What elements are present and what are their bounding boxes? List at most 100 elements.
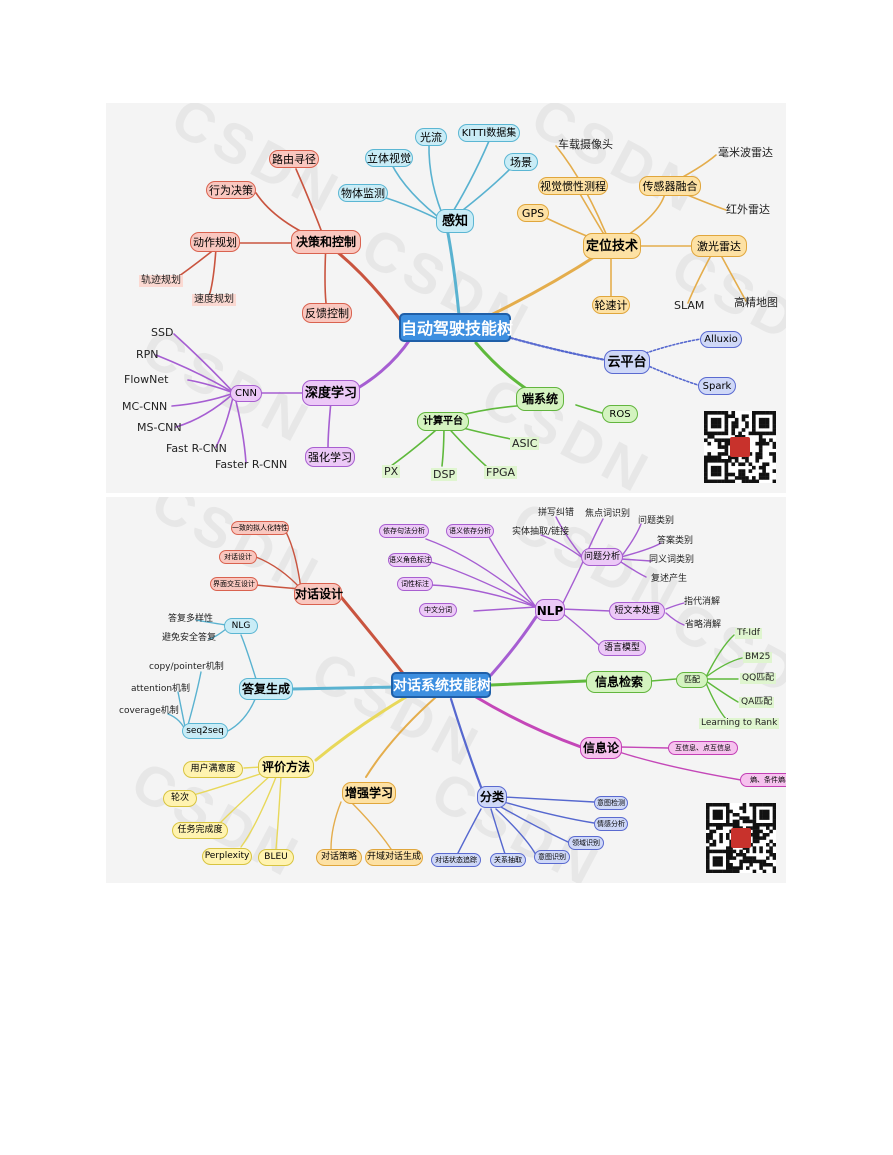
deep-node: 深度学习 bbox=[302, 380, 360, 406]
qr-cell bbox=[772, 866, 776, 870]
match-item: QA匹配 bbox=[739, 697, 775, 708]
qr-cell bbox=[719, 809, 723, 814]
info-node: 信息论 bbox=[580, 737, 622, 759]
branch-line bbox=[233, 392, 247, 464]
qr-cell bbox=[710, 424, 715, 429]
qr-cell bbox=[755, 411, 760, 415]
qr-cell bbox=[749, 803, 753, 807]
edge-node: 端系统 bbox=[516, 387, 564, 411]
qr-cell bbox=[759, 813, 763, 817]
qr-cell bbox=[719, 823, 723, 827]
qr-cell bbox=[710, 435, 715, 439]
qr-cell bbox=[728, 479, 732, 483]
qr-cell bbox=[728, 459, 732, 463]
qr-cell bbox=[721, 459, 725, 463]
qr-cell bbox=[752, 859, 757, 864]
nlp-item: 依存句法分析 bbox=[379, 524, 429, 538]
nlg-node: NLG bbox=[224, 618, 258, 634]
decision-item: 反馈控制 bbox=[302, 303, 352, 323]
qr-cell bbox=[758, 421, 763, 425]
qr-cell bbox=[772, 441, 776, 446]
qr-cell bbox=[706, 809, 710, 814]
qa-item: 实体抽取/链接 bbox=[512, 527, 570, 537]
branch-line bbox=[560, 608, 612, 612]
qr-cell bbox=[742, 803, 747, 807]
qr-cell bbox=[719, 813, 723, 817]
qr-cell bbox=[772, 431, 776, 436]
match-item: Tf-Idf bbox=[735, 628, 762, 639]
rl-item: 开域对话生成 bbox=[365, 849, 423, 866]
qr-cell bbox=[717, 411, 722, 415]
qr-cell bbox=[762, 833, 767, 837]
branch-line bbox=[356, 336, 413, 390]
qr-cell bbox=[765, 476, 770, 480]
qr-cell bbox=[749, 819, 753, 824]
qr-cell bbox=[712, 816, 717, 820]
qr-cell bbox=[745, 479, 749, 483]
qr-cell bbox=[756, 839, 760, 844]
qr-cell bbox=[726, 806, 730, 810]
qr-cell bbox=[752, 417, 756, 422]
nlp-item: 语义角色标注 bbox=[388, 553, 432, 567]
qr-cell bbox=[772, 428, 776, 432]
qr-cell bbox=[752, 846, 757, 850]
qr-cell bbox=[749, 843, 753, 847]
qr-cell bbox=[719, 856, 723, 860]
qr-cell bbox=[736, 866, 740, 870]
qr-cell bbox=[745, 424, 749, 429]
qr-cell bbox=[724, 411, 729, 415]
qr-cell bbox=[717, 479, 722, 483]
qr-cell bbox=[707, 452, 712, 456]
qr-cell bbox=[762, 859, 767, 864]
qr-cell bbox=[729, 869, 733, 873]
qr-cell bbox=[717, 421, 722, 425]
qr-cell bbox=[722, 849, 727, 854]
qr-cell bbox=[714, 479, 718, 483]
qr-cell bbox=[716, 826, 720, 830]
qr-cell bbox=[762, 813, 767, 817]
qr-cell bbox=[738, 472, 742, 477]
qr-cell bbox=[752, 428, 756, 432]
qr-cell bbox=[706, 803, 710, 807]
qr-cell bbox=[758, 472, 763, 477]
eval-item: BLEU bbox=[258, 849, 294, 866]
qr-cell bbox=[766, 813, 770, 817]
qr-cell bbox=[717, 465, 722, 470]
qr-cell bbox=[706, 839, 710, 844]
branch-line bbox=[500, 806, 569, 843]
qr-cell bbox=[709, 833, 713, 837]
qr-cell bbox=[772, 856, 776, 860]
qr-cell bbox=[704, 472, 708, 477]
qr-cell bbox=[706, 863, 710, 867]
qr-cell bbox=[722, 803, 727, 807]
qr-cell bbox=[717, 424, 722, 429]
qr-cell bbox=[704, 438, 708, 443]
qr-cell bbox=[746, 859, 750, 864]
qr-cell bbox=[741, 462, 746, 467]
branch-line bbox=[705, 657, 743, 678]
perception-item: 立体视觉 bbox=[365, 149, 413, 167]
qr-cell bbox=[758, 476, 763, 480]
qr-cell bbox=[712, 829, 717, 834]
qr-cell bbox=[731, 421, 736, 425]
branch-line bbox=[240, 634, 257, 680]
qr-cell bbox=[712, 813, 717, 817]
qr-cell bbox=[712, 849, 717, 854]
cnn-item: FlowNet bbox=[124, 373, 169, 386]
qr-cell bbox=[714, 438, 718, 443]
qr-cell bbox=[716, 809, 720, 814]
qr-cell bbox=[706, 869, 710, 873]
qr-cell bbox=[755, 431, 760, 436]
qr-cell bbox=[710, 421, 715, 425]
qr-cell bbox=[707, 459, 712, 463]
cnn-node: CNN bbox=[230, 385, 262, 402]
qr-cell bbox=[745, 421, 749, 425]
qr-cell bbox=[755, 452, 760, 456]
qr-cell bbox=[756, 829, 760, 834]
cnn-item: MS-CNN bbox=[137, 421, 182, 434]
lidar-item: 高精地图 bbox=[734, 296, 778, 309]
qr-cell bbox=[772, 445, 776, 449]
branch-line bbox=[314, 695, 408, 762]
qr-cell bbox=[762, 863, 767, 867]
qr-cell bbox=[762, 816, 767, 820]
